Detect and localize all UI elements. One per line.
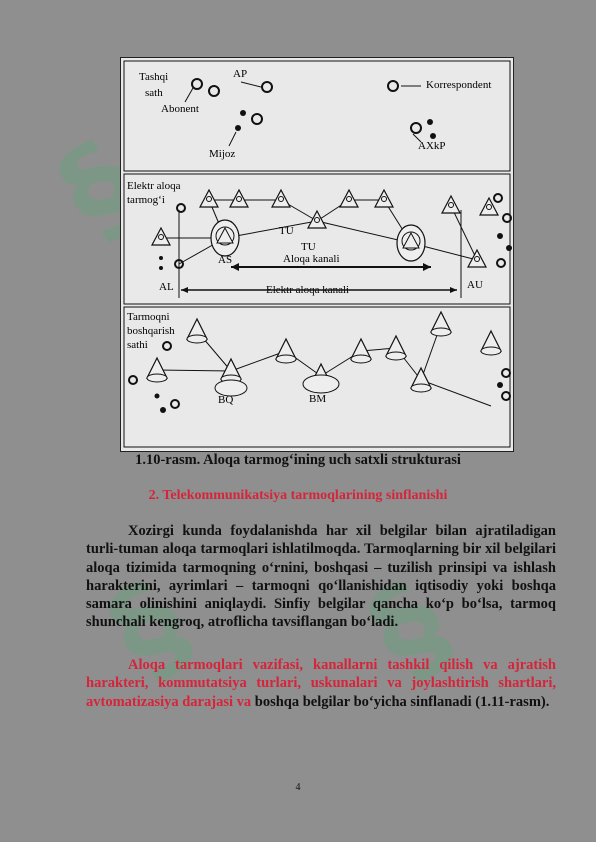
page-number: 4 [295,782,301,793]
paragraph-1-text: Xozirgi kunda foydalanishda har xil belg… [86,523,556,631]
label-tarmoqni: Tarmoqni [127,311,170,323]
label-bm: BM [309,393,326,405]
label-sath: sath [145,87,163,99]
layer2-telecom: Elektr aloqa tarmog‘i TU TU AS Aloqa kan… [127,180,512,298]
label-elektr-aloqa: Elektr aloqa [127,180,181,192]
paragraph-1: Xozirgi kunda foydalanishda har xil belg… [86,522,556,632]
label-korrespondent: Korrespondent [426,79,491,91]
label-as: AS [218,254,232,266]
label-ap: AP [233,68,247,80]
layer1-access: Tashqi sath AP Abonent Mijoz Korresponde… [139,68,491,160]
paragraph-2-rest: boshqa belgilar bo‘yicha sinflanadi (1.1… [251,693,550,710]
label-au: AU [467,279,483,291]
label-tarmogi: tarmog‘i [127,194,165,206]
section-heading: 2. Telekommunikatsiya tarmoqlarining sin… [148,488,448,503]
paragraph-2-highlight: Aloqa tarmoqlari vazifasi, kanallarni ta… [86,657,556,710]
label-mijoz: Mijoz [209,148,235,160]
figure-caption: 1.10-rasm. Aloqa tarmog‘ining uch satxli… [135,452,461,468]
label-tu1: TU [279,225,294,237]
label-abonent: Abonent [161,103,199,115]
label-tashqi: Tashqi [139,71,168,83]
paragraph-2: Aloqa tarmoqlari vazifasi, kanallarni ta… [86,656,556,711]
label-aloqa-kanali: Aloqa kanali [283,253,340,265]
label-tu2: TU [301,241,316,253]
label-bq: BQ [218,394,233,406]
label-sathi: sathi [127,339,148,351]
network-structure-figure: Tashqi sath AP Abonent Mijoz Korresponde… [120,57,514,452]
label-boshqarish: boshqarish [127,325,175,337]
label-axkp: AXkP [418,140,446,152]
layer3-management: Tarmoqni boshqarish sathi BQ BM [127,311,511,413]
label-al: AL [159,281,174,293]
